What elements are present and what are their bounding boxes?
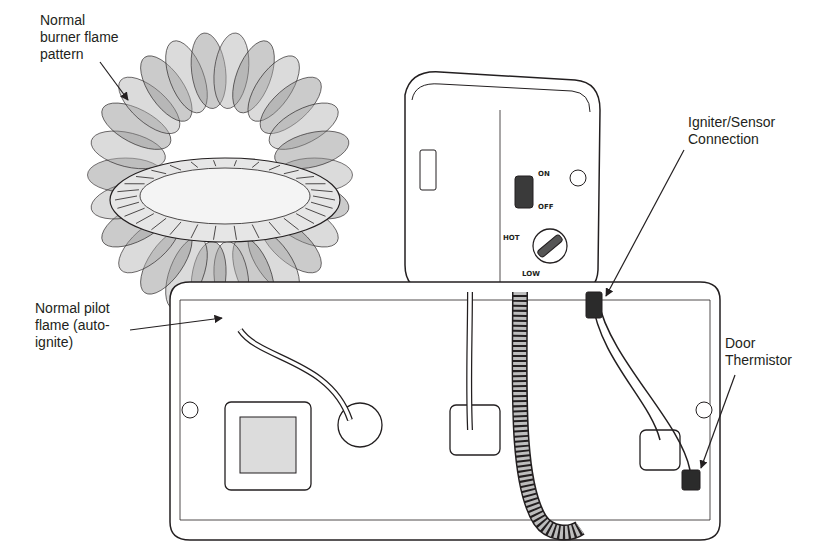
burner-slot [234,160,236,166]
burner-slot [125,208,145,216]
callout-label: Normal burner flame pattern [40,12,128,63]
burner-slot [151,218,166,229]
burner-slot [214,160,216,166]
sight-glass [240,417,296,473]
burner-slot [234,226,236,240]
callout-label: Igniter/Sensor Connection [688,114,800,148]
burner-slot [305,208,325,216]
panel-bolt [696,402,712,418]
knob-grip [537,234,564,258]
callout-label: Door Thermistor [725,335,805,369]
on-off-switch [515,176,533,208]
burner-slot [296,176,314,178]
burner-center [140,168,310,224]
sight-window [225,402,311,490]
grommet [450,405,500,455]
knob-marking: HOT [503,234,520,242]
burner-slot [311,190,333,192]
switch-marking: ON [538,170,550,178]
wire [598,300,690,470]
burner-slot [117,202,139,208]
igniter-connector [586,292,602,318]
callout-label: Normal pilot flame (auto-ignite) [35,300,127,351]
leader-line [130,318,222,330]
wire [592,300,660,440]
leader-line [606,150,684,296]
burner-slot [269,222,280,235]
conduit [520,292,580,533]
leader-line [701,375,735,468]
door-panel [170,282,720,540]
valve-edge [500,110,501,285]
temperature-knob [533,229,567,263]
burner-slot [313,196,335,200]
burner-slots [115,160,335,240]
knob-marking: LOW [522,270,540,278]
valve-bracket [420,150,436,190]
pilot-tube [240,330,350,420]
burner-slot [252,225,259,239]
burner-slot [311,202,333,208]
switch-marking: OFF [538,203,554,211]
burner-slot [296,214,314,224]
gas-tube [466,292,473,430]
gas-tube [467,292,471,430]
burner-slot [214,226,216,240]
panel-inner [180,300,710,520]
burner-slot [117,190,139,192]
burner-plate [110,158,340,242]
grommet [640,430,680,470]
burner-slot [191,162,198,168]
burner-slot [252,162,259,168]
burner-slot [136,214,154,224]
burner-slot [136,176,154,178]
gas-valve [405,72,600,292]
leader-line [100,62,128,100]
panel-bolt [182,402,198,418]
burner-slot [151,170,166,173]
status-light [570,170,586,186]
burner-slot [170,222,181,235]
burner-slot [170,165,181,170]
burner-slot [284,218,299,229]
burner-slot [115,196,137,200]
burner-slot [305,183,325,184]
burner-slot [125,183,145,184]
thermistor-connector [682,470,700,490]
conduit-ribs [520,292,580,533]
flame-ring [87,31,352,319]
valve-lid [412,84,590,112]
burner-slot [191,225,198,239]
burner-slot [284,170,299,173]
pilot-tube [240,330,350,420]
burner-slot [269,165,280,170]
